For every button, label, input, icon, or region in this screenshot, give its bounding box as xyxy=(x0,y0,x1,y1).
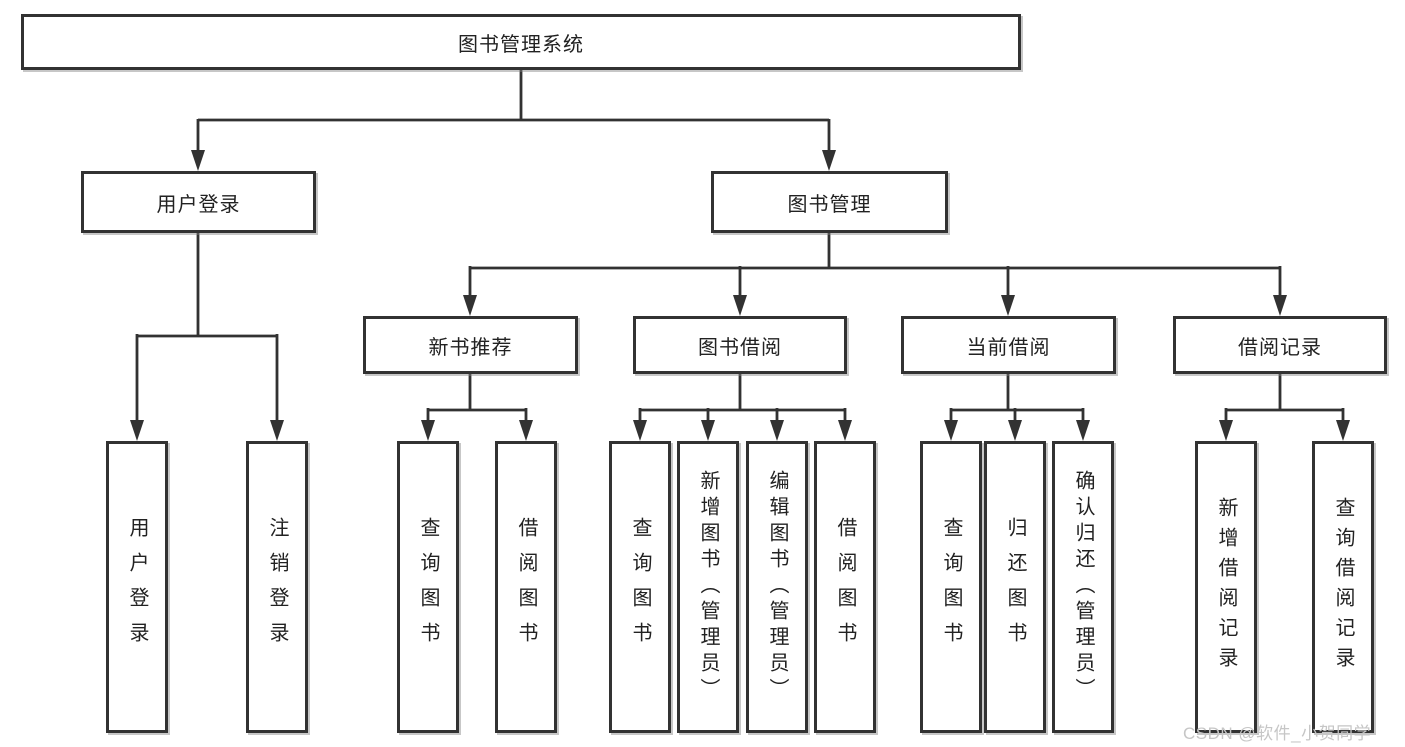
node-label: 查询图书 xyxy=(629,517,651,657)
leaf-confirm-return-admin: 确认归还（管理员） xyxy=(1052,441,1114,733)
arrowhead xyxy=(1076,420,1090,441)
node-label: 确认归还（管理员） xyxy=(1072,470,1094,704)
node-user-login: 用户登录 xyxy=(81,171,316,233)
arrowhead xyxy=(944,420,958,441)
arrowhead xyxy=(1008,420,1022,441)
node-label: 图书管理系统 xyxy=(458,33,584,56)
node-label: 查询图书 xyxy=(417,517,439,657)
arrowhead xyxy=(1001,295,1015,316)
node-label: 新增借阅记录 xyxy=(1215,497,1237,677)
node-library-management-system: 图书管理系统 xyxy=(21,14,1021,70)
node-label: 注销登录 xyxy=(266,517,288,657)
arrowhead xyxy=(519,420,533,441)
arrowhead xyxy=(633,420,647,441)
node-book-management: 图书管理 xyxy=(711,171,948,233)
arrowhead xyxy=(822,150,836,171)
node-current-borrowing: 当前借阅 xyxy=(901,316,1116,374)
leaf-query-books-borrowing: 查询图书 xyxy=(609,441,671,733)
node-label: 借阅图书 xyxy=(515,517,537,657)
node-label: 新增图书（管理员） xyxy=(697,470,719,704)
arrowhead xyxy=(463,295,477,316)
arrowhead xyxy=(421,420,435,441)
csdn-watermark: CSDN @软件_小贺同学 xyxy=(1183,724,1372,743)
arrowhead xyxy=(130,420,144,441)
leaf-query-borrow-record: 查询借阅记录 xyxy=(1312,441,1374,733)
leaf-borrow-books-borrowing: 借阅图书 xyxy=(814,441,876,733)
node-label: 新书推荐 xyxy=(428,336,513,359)
arrowhead xyxy=(733,295,747,316)
leaf-add-borrow-record: 新增借阅记录 xyxy=(1195,441,1257,733)
node-label: 查询图书 xyxy=(940,517,962,657)
node-book-borrowing: 图书借阅 xyxy=(633,316,847,374)
node-label: 用户登录 xyxy=(156,193,241,216)
node-label: 查询借阅记录 xyxy=(1332,497,1354,677)
node-borrowing-records: 借阅记录 xyxy=(1173,316,1387,374)
arrowhead xyxy=(1336,420,1350,441)
node-label: 图书借阅 xyxy=(698,336,782,359)
arrowhead xyxy=(838,420,852,441)
leaf-query-books-recommend: 查询图书 xyxy=(397,441,459,733)
leaf-add-book-admin: 新增图书（管理员） xyxy=(677,441,739,733)
leaf-user-login: 用户登录 xyxy=(106,441,168,733)
leaf-edit-book-admin: 编辑图书（管理员） xyxy=(746,441,808,733)
leaf-logout: 注销登录 xyxy=(246,441,308,733)
node-label: 用户登录 xyxy=(126,517,148,657)
arrowhead xyxy=(270,420,284,441)
node-label: 借阅记录 xyxy=(1238,336,1322,359)
leaf-query-books-current: 查询图书 xyxy=(920,441,982,733)
node-label: 编辑图书（管理员） xyxy=(766,470,788,704)
node-label: 归还图书 xyxy=(1004,517,1026,657)
node-label: 当前借阅 xyxy=(966,336,1051,359)
node-label: 借阅图书 xyxy=(834,517,856,657)
arrowhead xyxy=(701,420,715,441)
node-label: 图书管理 xyxy=(787,193,872,216)
node-new-book-recommend: 新书推荐 xyxy=(363,316,578,374)
leaf-return-book: 归还图书 xyxy=(984,441,1046,733)
arrowhead xyxy=(770,420,784,441)
leaf-borrow-books-recommend: 借阅图书 xyxy=(495,441,557,733)
arrowhead xyxy=(1219,420,1233,441)
arrowhead xyxy=(1273,295,1287,316)
arrowhead xyxy=(191,150,205,171)
